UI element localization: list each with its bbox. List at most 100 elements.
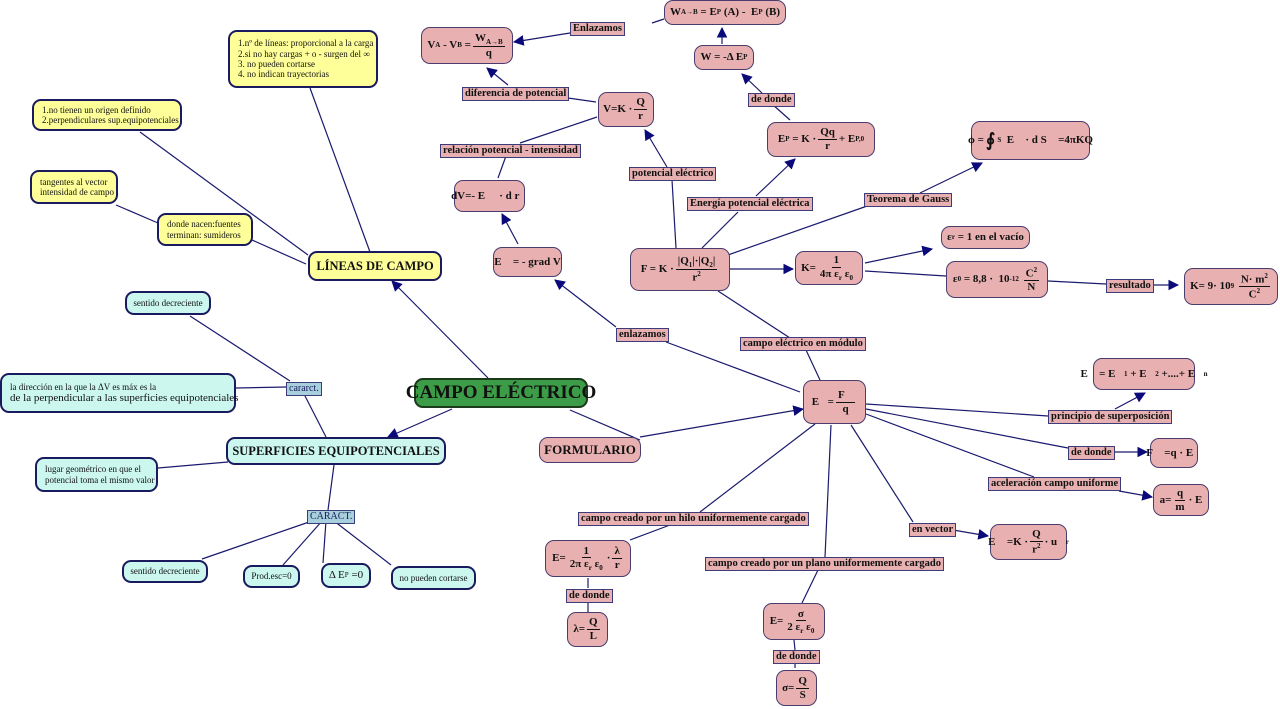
edge-e-hilo xyxy=(699,423,816,513)
link-de-donde-top[interactable]: de donde xyxy=(748,93,795,107)
formula-grad[interactable]: E⃗ = - grad V xyxy=(493,247,562,277)
edge-formulario-e xyxy=(639,405,805,438)
lugar-line-1: lugar geométrico en que el xyxy=(45,464,141,475)
edge-k-er xyxy=(864,245,934,264)
node-lineas-origin[interactable]: 1.no tienen un origen definido 2.perpend… xyxy=(32,99,182,131)
formula-superposicion[interactable]: E⃗ = E⃗1 + E⃗2 +....+ E⃗n xyxy=(1080,358,1208,390)
lineas-tangent-1: tangentes al vector xyxy=(40,176,108,187)
edge-aceleracion-a xyxy=(1118,489,1154,501)
node-lineas-tangent[interactable]: tangentes al vector intensidad de campo xyxy=(30,170,118,204)
edge-e0-resultado xyxy=(1047,280,1107,285)
edge-sup-caract-upper xyxy=(302,391,327,438)
edge-caract-c3 xyxy=(322,520,327,564)
edge-caract-c4 xyxy=(333,520,392,566)
link-enlazamos[interactable]: enlazamos xyxy=(616,328,669,342)
link-energia-potencial[interactable]: Energía potencial eléctrica xyxy=(687,197,813,211)
edge-enlazamos-grad xyxy=(554,279,617,328)
link-de-donde-hilo[interactable]: de donde xyxy=(566,589,613,603)
edge-hilo-ehilo xyxy=(629,524,671,541)
formula-coulomb[interactable]: F = K ·|Q1|·|Q2|r2 xyxy=(630,248,730,291)
edge-diferencia-vab xyxy=(486,67,509,86)
formula-gauss[interactable]: ϕ = ∮S E⃗ · d S⃗ =4πKQ xyxy=(968,121,1093,160)
edge-wab-enlazamos xyxy=(651,18,665,24)
node-prod-esc[interactable]: Prod.esc=0 xyxy=(243,565,300,588)
root-node-campo-electrico[interactable]: CAMPO ELÉCTRICO xyxy=(406,378,596,408)
lineas-prop-2: 2.si no hay cargas + o - surgen del ∞ xyxy=(238,48,370,59)
link-potencial-electrico[interactable]: potencial eléctrico xyxy=(629,167,717,181)
formula-dv[interactable]: dV=- E⃗ · d r⃗ xyxy=(451,180,528,212)
link-aceleracion[interactable]: aceleración campo uniforme xyxy=(988,477,1122,491)
node-direccion-max[interactable]: la dirección en la que la ΔV es máx es l… xyxy=(0,373,238,413)
edge-root-formulario xyxy=(569,409,641,441)
node-lineas-de-campo[interactable]: LÍNEAS DE CAMPO xyxy=(308,251,442,281)
link-plano[interactable]: campo creado por un plano uniformemente … xyxy=(705,557,944,571)
link-relacion-potencial[interactable]: relación potencial - intensidad xyxy=(440,144,581,158)
edge-e-modulo xyxy=(805,349,821,381)
edge-sup-caract-lower xyxy=(327,464,335,511)
link-diferencia-potencial[interactable]: diferencia de potencial xyxy=(462,87,570,101)
lugar-line-2: potencial toma el mismo valor xyxy=(45,474,155,485)
link-caract-lower[interactable]: CARACT. xyxy=(307,510,356,524)
link-caract-upper[interactable]: cararct. xyxy=(286,382,322,396)
edge-energia-ep xyxy=(755,158,796,197)
node-no-pueden-cortarse[interactable]: no pueden cortarse xyxy=(391,566,476,590)
edge-modulo-coulomb xyxy=(717,290,791,339)
edge-coulomb-energia xyxy=(701,211,739,249)
edge-sup-lugar xyxy=(157,461,229,469)
link-de-donde-plano[interactable]: de donde xyxy=(773,650,820,664)
edge-lineas-props xyxy=(309,87,371,253)
node-sentido-decreciente-upper[interactable]: sentido decreciente xyxy=(125,291,211,315)
node-formulario[interactable]: FORMULARIO xyxy=(539,437,641,463)
node-lineas-sources[interactable]: donde nacen:fuentes terminan: sumideros xyxy=(157,213,253,246)
lineas-origin-2: 2.perpendiculares sup.equipotenciales xyxy=(42,115,179,125)
edge-root-superficies xyxy=(387,408,453,439)
formula-fqe[interactable]: F⃗ =q · E⃗ xyxy=(1146,438,1202,468)
node-sentido-decreciente-lower[interactable]: sentido decreciente xyxy=(122,560,208,583)
edge-e-plano xyxy=(824,424,832,558)
edge-v-diferencia xyxy=(567,97,597,103)
edge-k-e0 xyxy=(864,270,947,277)
link-de-donde-right[interactable]: de donde xyxy=(1068,446,1115,460)
edge-e-superposicion xyxy=(865,403,1049,417)
edge-root-lineas xyxy=(391,280,489,379)
node-superficies-equipotenciales[interactable]: SUPERFICIES EQUIPOTENCIALES xyxy=(226,437,446,465)
formula-e[interactable]: E⃗=F⃗q xyxy=(803,380,866,424)
edge-eplano-dedonde xyxy=(793,639,796,651)
edge-caract-c1 xyxy=(201,520,313,560)
edge-vector-evec xyxy=(952,529,990,540)
link-hilo[interactable]: campo creado por un hilo uniformemente c… xyxy=(578,512,809,526)
edge-caract-sentido xyxy=(189,315,291,382)
direccion-line-1: la dirección en la que la ΔV es máx es l… xyxy=(10,381,157,392)
link-en-vector[interactable]: en vector xyxy=(909,523,957,537)
link-campo-modulo[interactable]: campo eléctrico en módulo xyxy=(740,337,866,351)
link-principio-superposicion[interactable]: principio de superposición xyxy=(1048,410,1173,424)
edge-dedonde-w xyxy=(741,73,763,94)
link-teorema-gauss[interactable]: Teorema de Gauss xyxy=(864,193,953,207)
edge-relacion-dv xyxy=(497,155,507,179)
node-lineas-props[interactable]: 1.nº de líneas: proporcional a la carga … xyxy=(228,30,378,88)
edge-potencial-v xyxy=(644,129,668,168)
lineas-prop-3: 3. no pueden cortarse xyxy=(238,59,315,69)
edge-gauss-phi xyxy=(919,162,983,194)
link-resultado[interactable]: resultado xyxy=(1106,279,1154,293)
node-lugar-geometrico[interactable]: lugar geométrico en que el potencial tom… xyxy=(35,457,158,492)
edge-coulomb-gauss xyxy=(727,204,871,256)
lineas-origin-1: 1.no tienen un origen definido xyxy=(42,104,151,115)
link-enlazamos-top[interactable]: Enlazamos xyxy=(570,22,626,36)
